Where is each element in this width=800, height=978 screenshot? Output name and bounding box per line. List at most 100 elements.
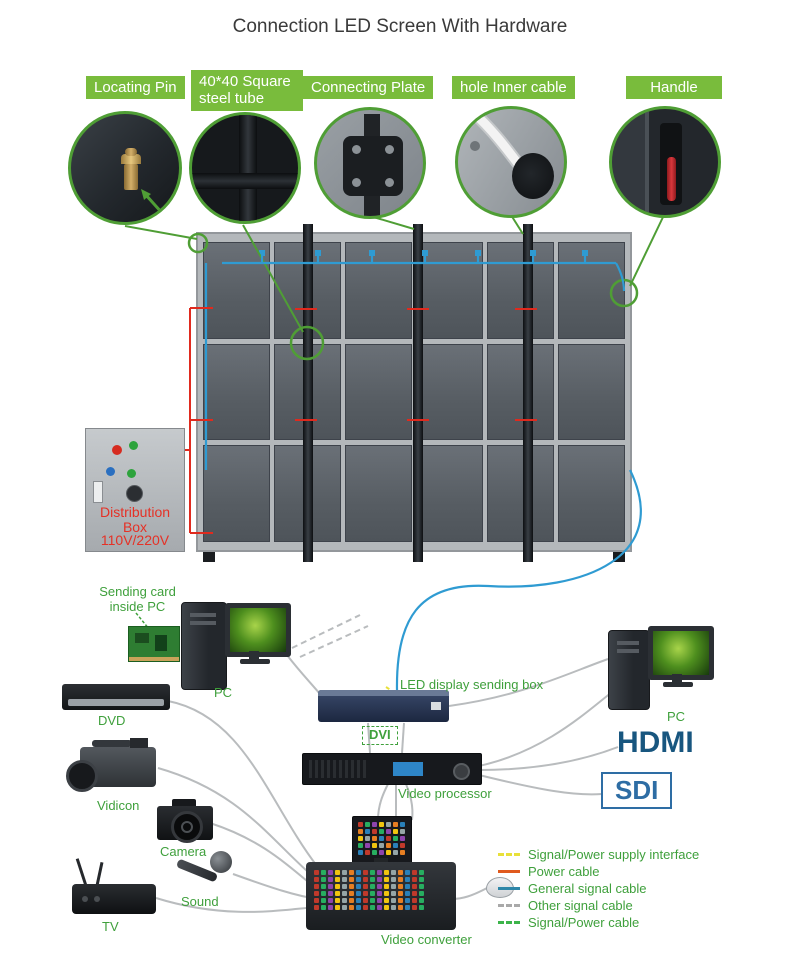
legend-line-general-signal (498, 887, 520, 890)
legend: Signal/Power supply interface Power cabl… (498, 846, 699, 931)
led-panel (345, 343, 412, 441)
led-sending-box-label: LED display sending box (400, 677, 544, 692)
plate-body (343, 136, 403, 196)
tv-led (94, 896, 100, 902)
detail-circle-connecting-plate (314, 107, 426, 219)
legend-line-other-signal (498, 904, 520, 907)
green-button (129, 441, 138, 450)
drive-bay (617, 649, 639, 653)
legend-label: General signal cable (528, 881, 647, 896)
screen-foot (613, 552, 625, 562)
red-button (112, 445, 122, 455)
detail-circle-locating-pin (68, 111, 182, 225)
converter-buttons (314, 870, 424, 910)
detail-circle-inner-cable (455, 106, 567, 218)
monitor-stand (672, 674, 682, 682)
legend-line-signal-power (498, 921, 520, 924)
dvi-label: DVI (362, 726, 398, 745)
processor-knob (453, 763, 470, 780)
pc-right-monitor (648, 626, 714, 680)
signal-connector (582, 250, 588, 256)
plate-hole (352, 178, 361, 187)
distribution-box-voltage: 110V/220V (100, 532, 170, 548)
signal-connector (422, 250, 428, 256)
led-panel (345, 445, 412, 542)
video-processor-label: Video processor (398, 786, 492, 801)
detail-circle-handle (609, 106, 721, 218)
tv-antenna (75, 858, 88, 886)
converter-screen-buttons (358, 822, 405, 855)
callout-handle: Handle (626, 76, 722, 100)
legend-item: Other signal cable (498, 897, 699, 914)
red-handle (667, 157, 676, 201)
box-port (431, 702, 441, 710)
vidicon-label: Vidicon (97, 798, 140, 813)
screen-foot (203, 552, 215, 562)
led-panel (416, 343, 483, 441)
mic-head (210, 851, 232, 873)
sdi-label: SDI (601, 772, 673, 809)
tube-horizontal (192, 173, 298, 189)
video-converter-label: Video converter (381, 932, 472, 947)
pc-left-monitor (225, 603, 291, 657)
signal-connector (530, 250, 536, 256)
legend-item: Signal/Power supply interface (498, 846, 699, 863)
tv-antenna (95, 861, 104, 887)
chip (155, 635, 167, 651)
led-panel-grid (203, 242, 625, 542)
plate-hole (385, 178, 394, 187)
video-processor (302, 753, 482, 785)
pc-left-tower (181, 602, 227, 690)
dvd-label: DVD (98, 713, 126, 728)
signal-connector (475, 250, 481, 256)
distribution-box: Distribution Box 110V/220V (85, 428, 185, 552)
monitor-stand (249, 651, 259, 659)
legend-item: Signal/Power cable (498, 914, 699, 931)
callout-steel-tube: 40*40 Square steel tube (191, 70, 303, 111)
legend-label: Signal/Power supply interface (528, 847, 700, 862)
led-panel (203, 343, 270, 441)
tv-box (72, 884, 156, 914)
sending-card (128, 626, 180, 662)
cable-hole (512, 153, 554, 199)
led-panel (487, 343, 554, 441)
legend-label: Signal/Power cable (528, 915, 640, 930)
lens-ring (181, 821, 193, 833)
drive-bay (190, 621, 216, 625)
dvd-front-panel (68, 699, 164, 706)
led-panel (416, 242, 483, 339)
sound-label: Sound (181, 894, 219, 909)
pc-right-label: PC (667, 709, 686, 724)
legend-line-interface (498, 853, 520, 856)
signal-connector (369, 250, 375, 256)
camera-label: Camera (160, 844, 207, 859)
callout-connecting-plate: Connecting Plate (303, 76, 434, 100)
chip (135, 633, 149, 643)
page-title: Connection LED Screen With Hardware (232, 16, 568, 37)
led-panel (487, 445, 554, 542)
led-sending-box (318, 690, 449, 722)
detail-circle-steel-tube (189, 112, 301, 224)
monitor-base (663, 682, 693, 687)
led-panel (558, 242, 625, 339)
led-panel (203, 242, 270, 339)
pin-dome (125, 148, 137, 156)
sending-card-label: Sending card inside PC (99, 584, 176, 614)
vidicon-handle (92, 740, 132, 747)
led-screen (196, 232, 632, 552)
vent-grille (309, 760, 369, 778)
steel-tube-bar (523, 224, 533, 562)
led-panel (345, 242, 412, 339)
drive-bay (190, 613, 216, 617)
video-converter (306, 862, 456, 930)
tv-led (82, 896, 88, 902)
led-panel (203, 445, 270, 542)
rotary-switch (126, 485, 143, 502)
plate-hole (385, 145, 394, 154)
green-button (127, 469, 136, 478)
vidicon-viewfinder (130, 738, 148, 748)
legend-item: General signal cable (498, 880, 699, 897)
gold-edge (129, 657, 179, 661)
callout-hole-inner-cable: hole Inner cable (452, 76, 575, 100)
tube-vertical (239, 115, 257, 221)
